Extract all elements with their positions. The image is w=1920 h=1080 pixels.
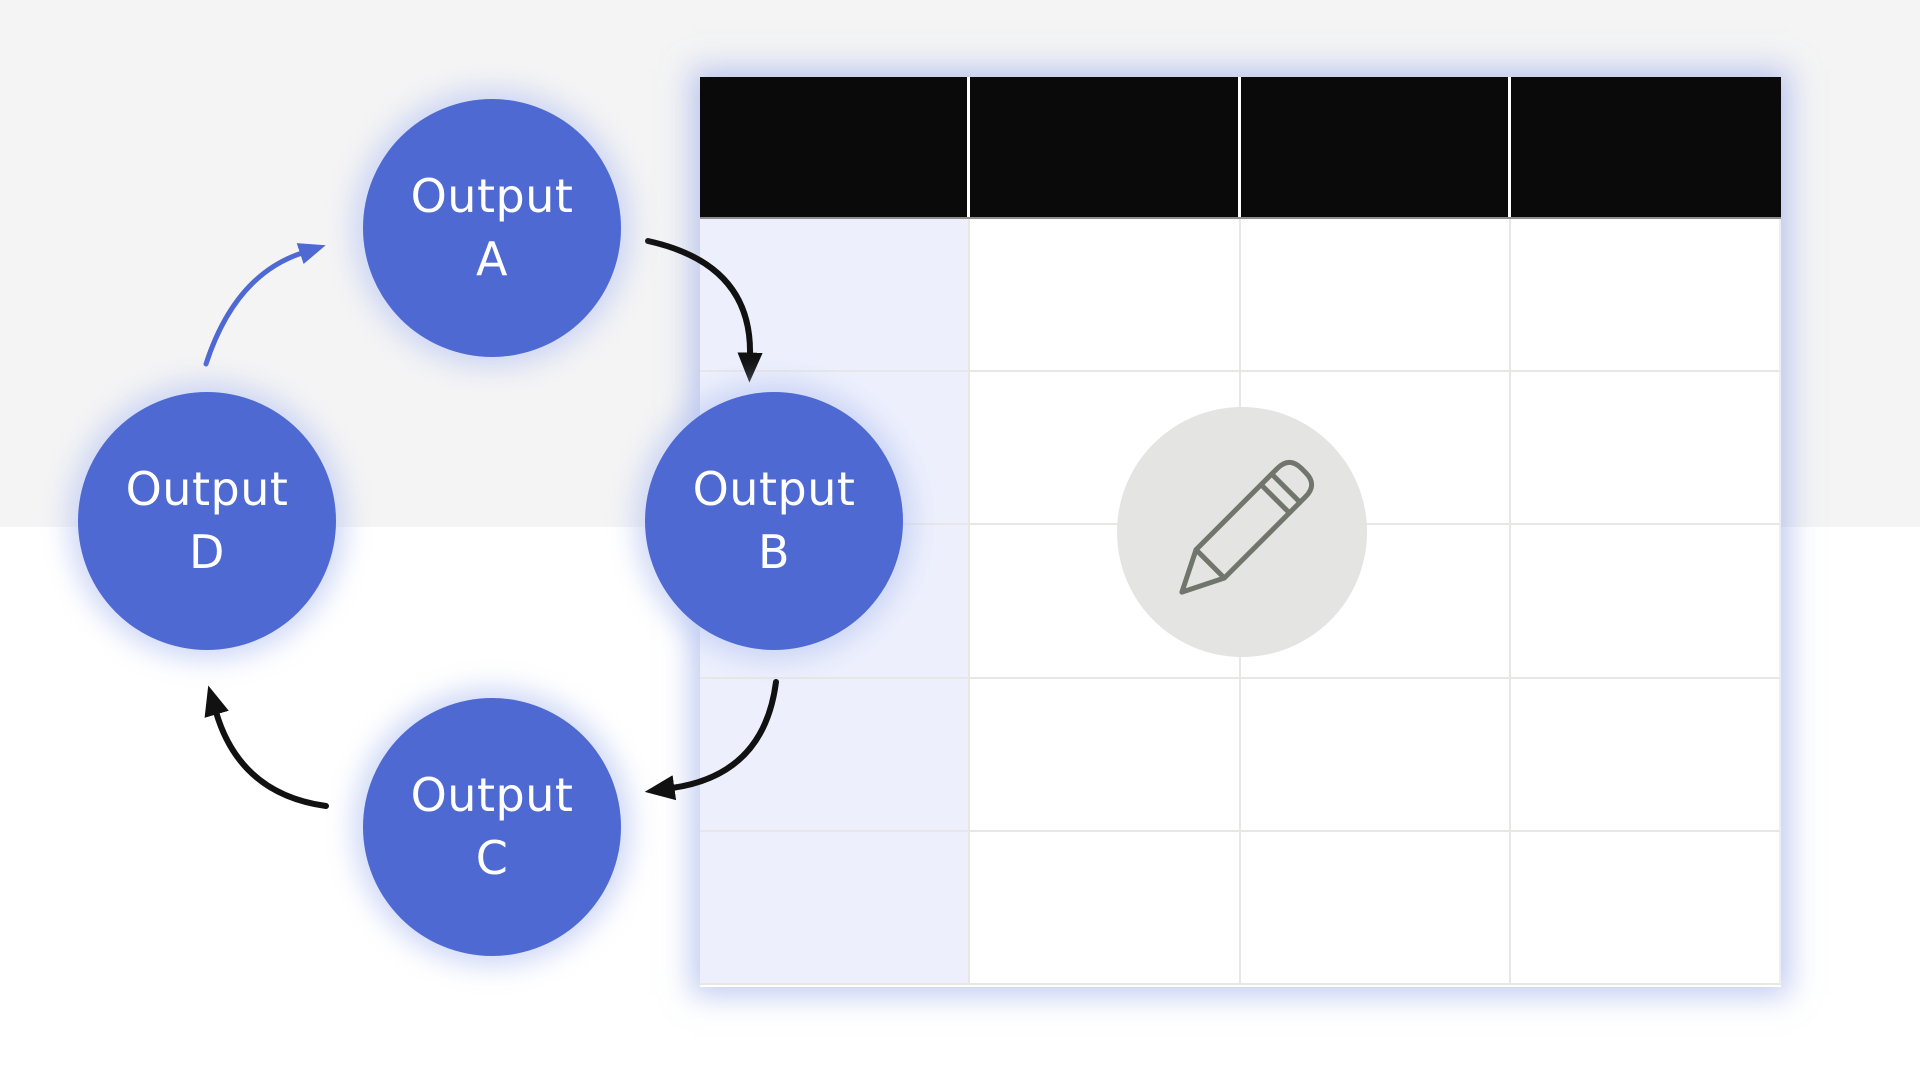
table-cell bbox=[1510, 831, 1781, 985]
table-header-row bbox=[700, 77, 1781, 219]
arrow-d-to-a bbox=[203, 243, 326, 367]
node-label-line2: C bbox=[475, 831, 509, 885]
cycle-node-output-a: Output A bbox=[363, 99, 621, 357]
table-cell bbox=[1240, 831, 1511, 985]
table-cell bbox=[1510, 372, 1781, 526]
table-header-cell bbox=[700, 77, 971, 217]
table-cell bbox=[1510, 525, 1781, 679]
edit-badge bbox=[1117, 407, 1367, 657]
table-header-cell bbox=[970, 77, 1241, 217]
table-cell bbox=[700, 219, 971, 373]
table-cell bbox=[970, 678, 1241, 832]
table-cell bbox=[1240, 219, 1511, 373]
table-cell bbox=[1240, 678, 1511, 832]
arrow-b-to-c bbox=[644, 679, 779, 801]
node-label-line1: Output bbox=[125, 462, 289, 516]
node-label-line1: Output bbox=[410, 169, 574, 223]
cycle-node-output-c: Output C bbox=[363, 698, 621, 956]
table-cell bbox=[1510, 219, 1781, 373]
table-body bbox=[700, 219, 1781, 985]
pencil-icon bbox=[1179, 459, 1315, 595]
table-header-cell bbox=[1241, 77, 1511, 217]
table-cell bbox=[970, 219, 1241, 373]
table-cell bbox=[1510, 678, 1781, 832]
node-label-line2: A bbox=[476, 232, 508, 286]
arrow-a-to-b bbox=[645, 238, 763, 383]
table bbox=[700, 77, 1781, 987]
cycle-node-output-b: Output B bbox=[645, 392, 903, 650]
arrow-c-to-d bbox=[204, 685, 329, 809]
node-label-line1: Output bbox=[692, 462, 856, 516]
table-cell bbox=[970, 831, 1241, 985]
node-label-line2: B bbox=[757, 525, 791, 579]
node-label-line1: Output bbox=[410, 768, 574, 822]
table-cell bbox=[700, 831, 971, 985]
node-label-line2: D bbox=[189, 525, 225, 579]
cycle-node-output-d: Output D bbox=[78, 392, 336, 650]
